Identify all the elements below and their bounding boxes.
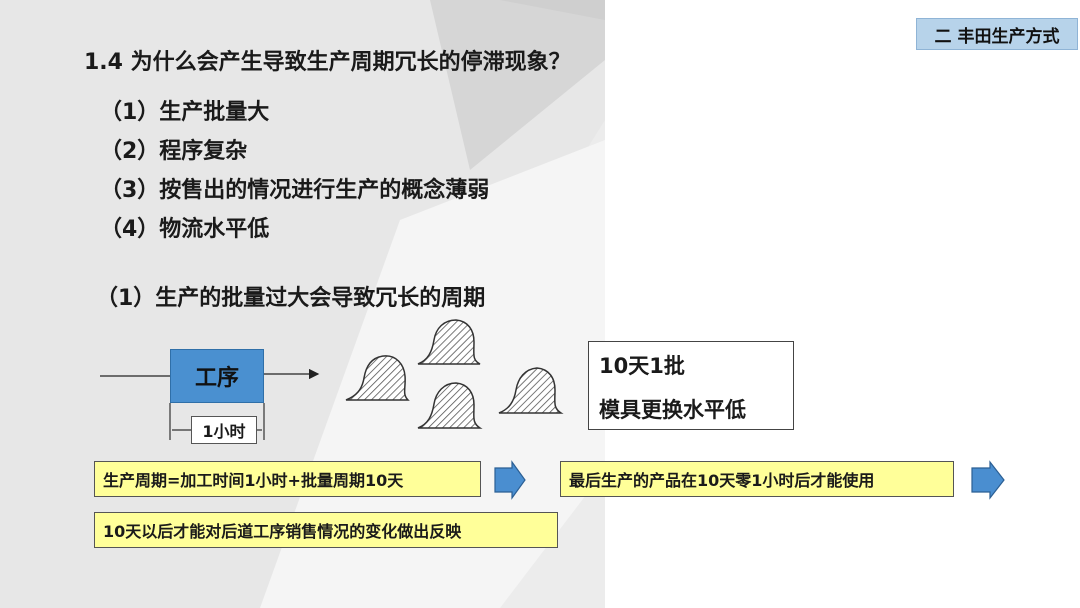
section-subtitle: （1）生产的批量过大会导致冗长的周期 [96, 286, 486, 311]
section-tag: 二 丰田生产方式 [916, 18, 1078, 50]
lead-time-note: 生产周期=加工时间1小时+批量周期10天 [94, 461, 481, 497]
inventory-pile [498, 367, 564, 414]
reason-item-2: （2）程序复杂 [100, 139, 248, 164]
reaction-delay-note: 10天以后才能对后道工序销售情况的变化做出反映 [94, 512, 558, 548]
changeover-text: 模具更换水平低 [599, 398, 746, 422]
flow-arrow-icon [971, 460, 1005, 500]
reason-item-4: （4）物流水平低 [100, 217, 270, 242]
batch-info-box: 10天1批 模具更换水平低 [588, 341, 794, 430]
batch-size-text: 10天1批 [599, 354, 685, 378]
inventory-pile [417, 382, 483, 429]
inventory-pile [345, 355, 410, 401]
reason-item-3: （3）按售出的情况进行生产的概念薄弱 [100, 178, 490, 203]
flow-arrow-icon [494, 460, 526, 500]
inventory-pile [417, 319, 481, 365]
slide-title: 1.4 为什么会产生导致生产周期冗长的停滞现象？ [84, 50, 571, 75]
reason-item-1: （1）生产批量大 [100, 100, 270, 125]
final-product-note: 最后生产的产品在10天零1小时后才能使用 [560, 461, 954, 497]
duration-label: 1小时 [191, 416, 257, 444]
process-box: 工序 [170, 349, 264, 403]
